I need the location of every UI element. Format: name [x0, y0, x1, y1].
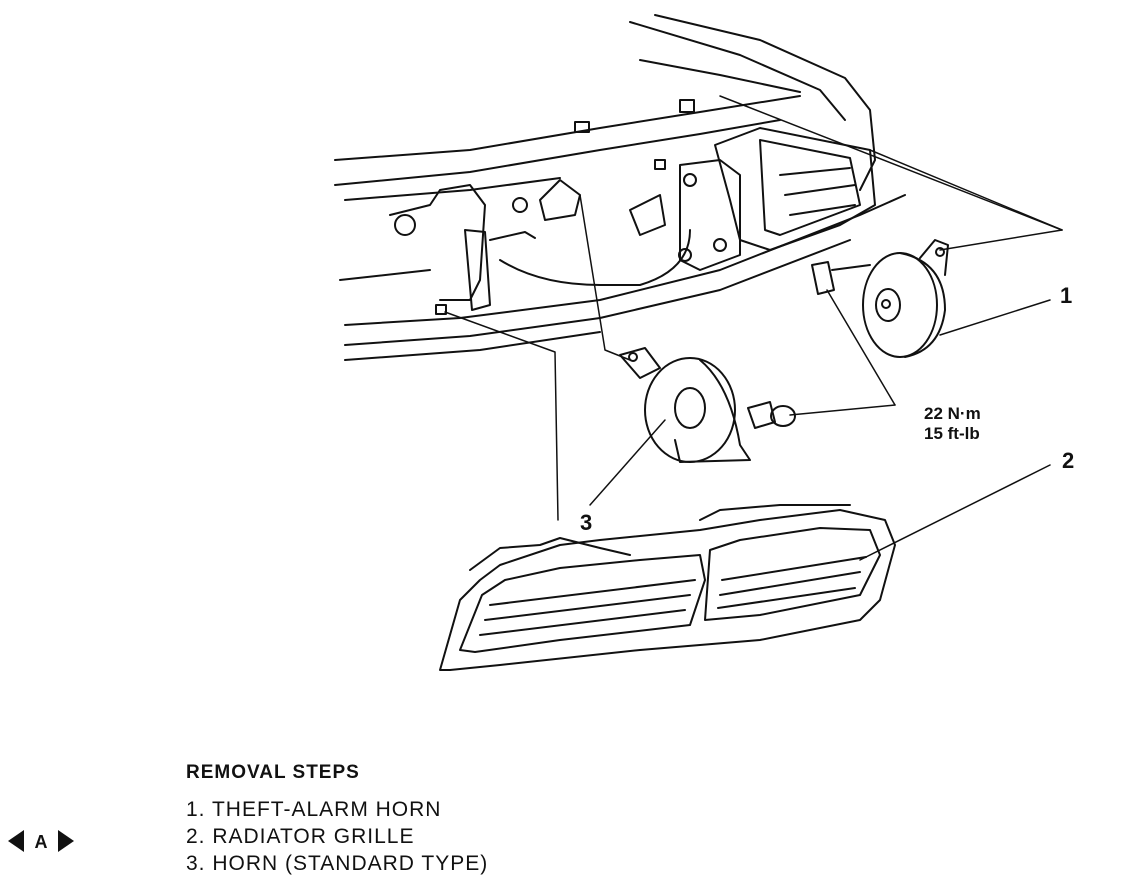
- service-point-marker-label: A: [35, 832, 48, 852]
- removal-step-item: 1. THEFT-ALARM HORN: [186, 798, 442, 821]
- service-point-marker-icon: A: [8, 830, 74, 852]
- callout-1: 1: [1060, 283, 1073, 308]
- exploded-view-diagram: [334, 14, 1063, 671]
- standard-horn: [619, 347, 796, 463]
- radiator-grille: [439, 504, 896, 671]
- theft-alarm-horn: [811, 239, 949, 358]
- callout-2: 2: [1062, 448, 1075, 473]
- removal-steps-title: REMOVAL STEPS: [186, 762, 360, 783]
- torque-metric: 22 N·m: [924, 404, 981, 423]
- leader-lines: [444, 95, 1063, 561]
- torque-imperial: 15 ft-lb: [924, 424, 980, 443]
- removal-steps: REMOVAL STEPS 1. THEFT-ALARM HORN 2. RAD…: [186, 762, 488, 877]
- removal-step-item: 3. HORN (STANDARD TYPE): [186, 852, 489, 875]
- removal-step-item: 2. RADIATOR GRILLE: [186, 825, 415, 848]
- vehicle-front-structure: [334, 14, 906, 361]
- callout-3: 3: [580, 510, 593, 535]
- torque-spec: 22 N·m 15 ft-lb: [924, 404, 981, 444]
